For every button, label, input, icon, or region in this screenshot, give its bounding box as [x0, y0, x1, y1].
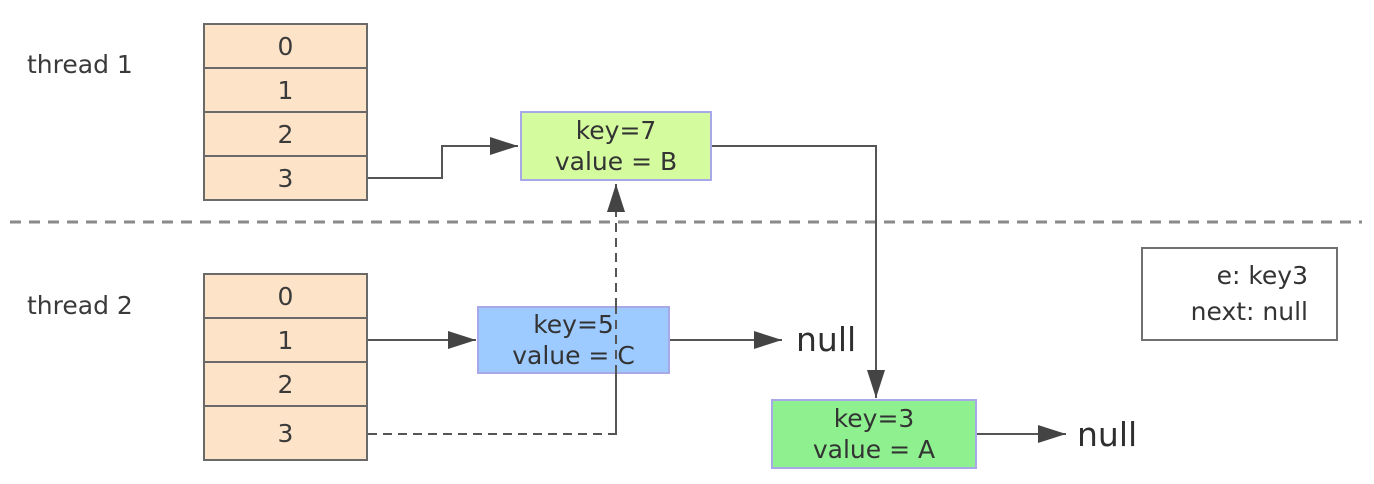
t2-bucket-3: 3: [203, 405, 368, 461]
node-key3-value: value = A: [812, 435, 936, 464]
t1-bucket-3: 3: [203, 155, 368, 201]
node-key5-value: value = C: [512, 341, 635, 370]
info-next-text: next: null: [1190, 297, 1308, 326]
t2-bucket-1: 1: [203, 317, 368, 363]
node-key7-value: value = B: [554, 147, 678, 176]
node-key7: key=7 value = B: [520, 111, 712, 181]
node-key5: key=5 value = C: [477, 306, 670, 374]
info-e-text: e: key3: [1216, 261, 1308, 290]
edge-t1-bucket3-to-key7: [368, 137, 518, 179]
thread-2-local-vars-box: e: key3 next: null: [1141, 247, 1338, 341]
thread-2-label: thread 2: [27, 291, 133, 320]
t1-bucket-2: 2: [203, 111, 368, 157]
node-key5-key: key=5: [533, 309, 614, 339]
t1-bucket-1: 1: [203, 67, 368, 113]
node-key7-key: key=7: [575, 115, 657, 145]
edge-key7-to-key3: [711, 145, 885, 398]
null-after-key3: null: [1077, 415, 1138, 454]
null-after-key5: null: [796, 320, 857, 359]
edge-t2-bucket3-to-key7-dashed: [368, 184, 625, 435]
t2-bucket-0: 0: [203, 273, 368, 319]
t2-bucket-2: 2: [203, 361, 368, 407]
t1-bucket-0: 0: [203, 23, 368, 69]
node-key3: key=3 value = A: [771, 399, 977, 469]
thread-1-label: thread 1: [27, 50, 133, 79]
node-key3-key: key=3: [833, 403, 915, 433]
